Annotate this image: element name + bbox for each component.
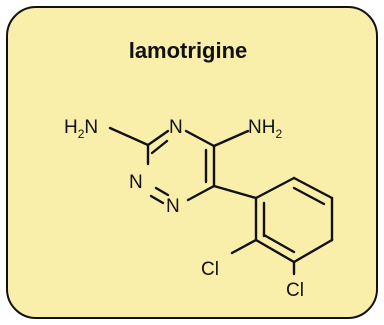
chlorine-upper-label: Cl (201, 259, 219, 280)
bond-c3-n4-double (150, 139, 169, 155)
bond-lines (108, 126, 334, 276)
molecule-card: lamotrigine (6, 6, 378, 319)
bond-n4-c5 (184, 129, 216, 148)
bond-c6-n1 (186, 184, 216, 202)
amine-right-label: NH2 (248, 117, 282, 141)
bond-ph5-ph6 (254, 238, 296, 264)
bond-n2-n1-double (149, 194, 165, 205)
bond-amine-left (108, 126, 150, 147)
bond-c6-phenyl (212, 184, 258, 200)
chlorine-lower-label: Cl (286, 280, 304, 301)
bond-ph2-ph3-inner (292, 186, 326, 206)
bond-ph1-ph2 (254, 176, 296, 200)
compound-name: lamotrigine (128, 38, 248, 63)
ring-n2-label: N (129, 172, 143, 193)
bond-ph5-ph6-inner (262, 233, 296, 254)
atom-labels: H2N N NH2 N N Cl Cl (64, 117, 304, 301)
bond-amine-right (212, 129, 250, 148)
bond-n2-n1 (154, 186, 170, 197)
ring-n1-label: N (166, 196, 180, 217)
bond-c3-n4 (146, 129, 170, 147)
amine-left-label: H2N (64, 117, 98, 141)
bond-ph6-cl (230, 238, 258, 255)
bond-ph2-ph3 (292, 176, 334, 200)
bond-ph4-ph5 (292, 238, 334, 264)
ring-n4-label: N (169, 117, 183, 138)
